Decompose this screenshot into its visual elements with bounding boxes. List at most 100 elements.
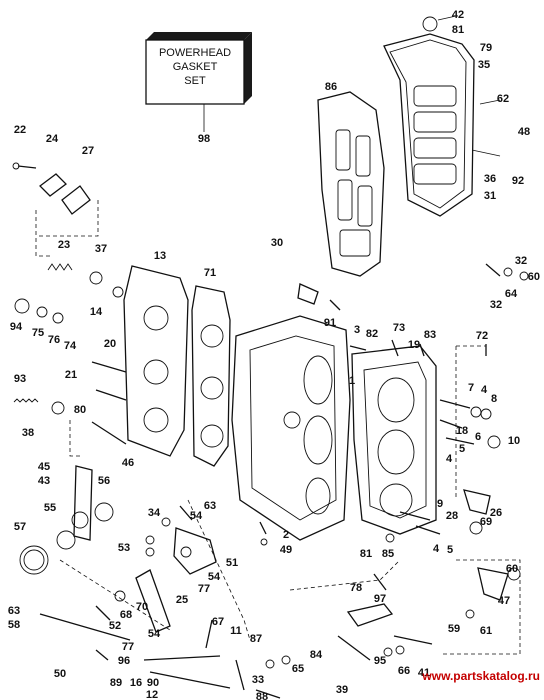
callout-c80: 80 (74, 404, 86, 416)
callout-c75: 75 (32, 327, 44, 339)
callout-c1: 1 (349, 375, 355, 387)
gasket-box-line2: GASKET (173, 61, 218, 73)
gasket-box-line1: POWERHEAD (159, 47, 231, 59)
callout-c46: 46 (122, 457, 134, 469)
callout-c71: 71 (204, 267, 216, 279)
small-parts (12, 162, 529, 699)
callout-c56: 56 (98, 475, 110, 487)
callout-c76: 76 (48, 334, 60, 346)
callout-c83: 83 (424, 329, 436, 341)
callout-c57: 57 (14, 521, 26, 533)
callout-c51: 51 (226, 557, 238, 569)
callout-c4a: 4 (481, 384, 488, 396)
callout-c50: 50 (54, 668, 66, 680)
callout-c32a: 32 (515, 255, 527, 267)
callout-c94: 94 (10, 321, 23, 333)
gasket-set-box: POWERHEAD GASKET SET (145, 32, 252, 132)
gasket-box-line3: SET (184, 75, 206, 87)
callout-c81a: 81 (452, 24, 464, 36)
callout-c34: 34 (148, 507, 161, 519)
callout-c92: 92 (512, 175, 524, 187)
callout-c55: 55 (44, 502, 56, 514)
callout-c74: 74 (64, 340, 77, 352)
callout-c10: 10 (508, 435, 520, 447)
watermark-text: www.partskatalog.ru (421, 669, 540, 683)
callout-c53: 53 (118, 542, 130, 554)
callout-c39: 39 (336, 684, 348, 696)
callout-c65: 65 (292, 663, 304, 675)
callout-c64: 64 (505, 288, 518, 300)
callout-c5b: 5 (447, 544, 453, 556)
callout-c4c: 4 (433, 543, 440, 555)
callout-c69: 69 (480, 516, 492, 528)
callout-c87: 87 (250, 633, 262, 645)
callout-c54c: 54 (148, 628, 161, 640)
callout-c8: 8 (491, 393, 497, 405)
callout-c45: 45 (38, 461, 50, 473)
callout-c14: 14 (90, 306, 103, 318)
callout-c60: 60 (528, 271, 540, 283)
callout-c66: 66 (398, 665, 410, 677)
callout-c35: 35 (478, 59, 490, 71)
callout-c73: 73 (393, 322, 405, 334)
callout-c38: 38 (22, 427, 34, 439)
callout-c28: 28 (446, 510, 458, 522)
callout-c72: 72 (476, 330, 488, 342)
callout-c37: 37 (95, 243, 107, 255)
callout-c33: 33 (252, 674, 264, 686)
callout-c22: 22 (14, 124, 26, 136)
callout-c61: 61 (480, 625, 492, 637)
callout-c18: 18 (456, 425, 468, 437)
callout-c31: 31 (484, 190, 496, 202)
callout-c54b: 54 (208, 571, 221, 583)
callout-c78: 78 (350, 582, 362, 594)
callout-c13: 13 (154, 250, 166, 262)
callout-c5a: 5 (459, 443, 465, 455)
callout-c21: 21 (65, 369, 77, 381)
callout-c84: 84 (310, 649, 323, 661)
callout-c63a: 63 (204, 500, 216, 512)
callout-c36: 36 (484, 173, 496, 185)
callout-c85: 85 (382, 548, 394, 560)
callout-c7: 7 (468, 382, 474, 394)
cylinder-block (351, 345, 437, 535)
manifold-gasket (191, 285, 231, 467)
crankcase-block (231, 315, 351, 541)
callout-c30: 30 (271, 237, 283, 249)
callout-c41: 41 (418, 667, 430, 679)
callout-c4b: 4 (446, 453, 453, 465)
callout-c27: 27 (82, 145, 94, 157)
callout-c42: 42 (452, 9, 464, 21)
callout-c12: 12 (146, 689, 158, 700)
callout-c16: 16 (130, 677, 142, 689)
callout-c23: 23 (58, 239, 70, 251)
callout-c32b: 32 (490, 299, 502, 311)
callout-c19: 19 (408, 339, 420, 351)
callout-c60b: 60 (506, 563, 518, 575)
callout-c86: 86 (325, 81, 337, 93)
callout-c81b: 81 (360, 548, 372, 560)
exhaust-gasket (317, 91, 385, 277)
callout-c98: 98 (198, 133, 210, 145)
callout-c59: 59 (448, 623, 460, 635)
callout-c26: 26 (490, 507, 502, 519)
callout-c96: 96 (118, 655, 130, 667)
callout-c47: 47 (498, 595, 510, 607)
callout-c6: 6 (475, 431, 481, 443)
callout-c77a: 77 (198, 583, 210, 595)
callout-c93: 93 (14, 373, 26, 385)
callout-c49: 49 (280, 544, 292, 556)
callout-c43: 43 (38, 475, 50, 487)
callout-c90: 90 (147, 677, 159, 689)
callout-c70: 70 (136, 601, 148, 613)
callout-c54a: 54 (190, 510, 203, 522)
callout-c68: 68 (120, 609, 132, 621)
callout-c97: 97 (374, 593, 386, 605)
callout-c58: 58 (8, 619, 20, 631)
callout-c82: 82 (366, 328, 378, 340)
callout-c3: 3 (354, 324, 360, 336)
callout-c91: 91 (324, 317, 336, 329)
exhaust-cover-plate (383, 15, 501, 217)
